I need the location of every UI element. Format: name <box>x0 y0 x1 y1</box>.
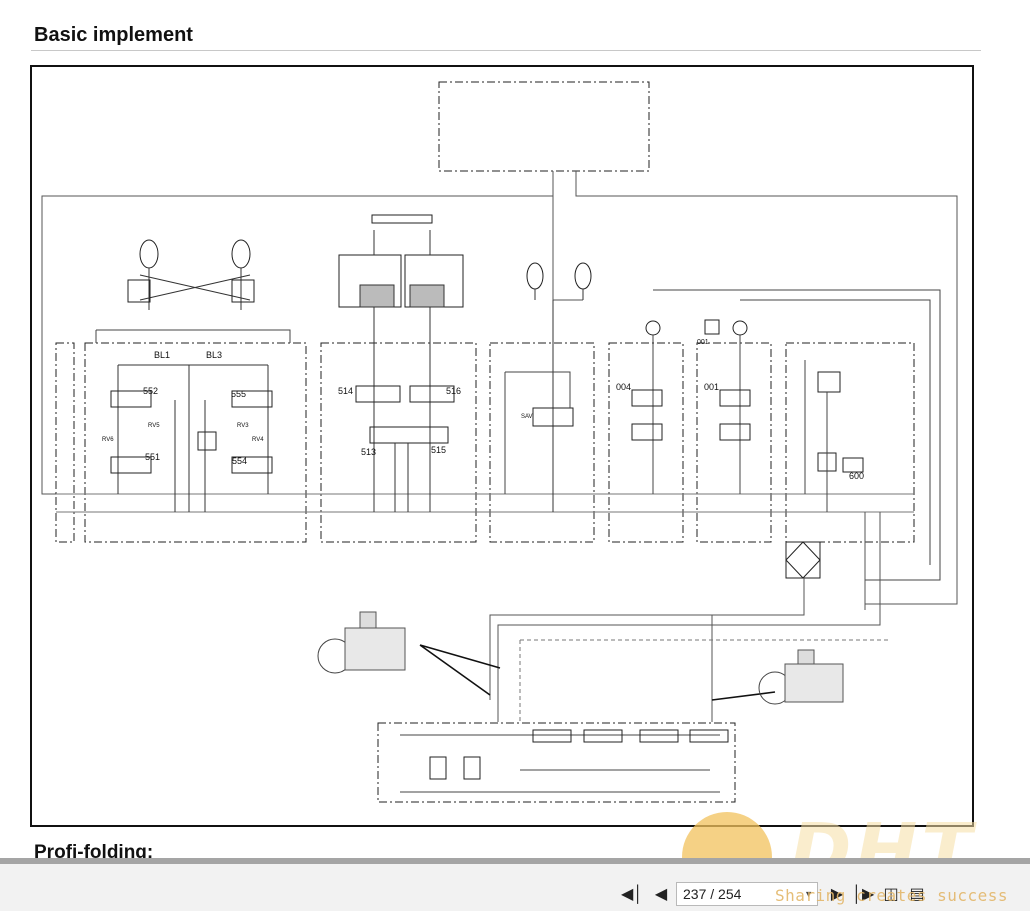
diagram-label: 554 <box>232 456 247 466</box>
diagram-label: 513 <box>361 447 376 457</box>
chevron-down-icon[interactable]: ▼ <box>804 889 813 899</box>
diagram-label: BL3 <box>206 350 222 360</box>
fit-width-icon[interactable]: ▤ <box>909 886 925 903</box>
main-manifold-box <box>377 722 736 803</box>
module-box-2 <box>320 342 477 543</box>
module-box-edge <box>55 342 75 543</box>
module-box-5 <box>696 342 772 543</box>
diagram-label: 516 <box>446 386 461 396</box>
diagram-label: 555 <box>231 389 246 399</box>
diagram-label: 001 <box>704 382 719 392</box>
last-page-icon[interactable]: │▶ <box>852 886 875 903</box>
pump-picture-right <box>758 649 844 705</box>
prev-page-icon[interactable]: ◀ <box>654 886 668 903</box>
hydraulic-diagram-frame <box>30 65 974 827</box>
module-box-6 <box>785 342 915 543</box>
diagram-label: 515 <box>431 445 446 455</box>
heading-divider <box>31 50 981 51</box>
page-indicator: 237 / 254 <box>683 886 742 902</box>
diagram-label: RV5 <box>148 423 160 429</box>
module-box-3 <box>489 342 595 543</box>
module-box-4 <box>608 342 684 543</box>
module-box-1 <box>84 342 307 543</box>
diagram-label: RV6 <box>102 437 114 443</box>
diagram-label: 004 <box>616 382 631 392</box>
diagram-label: 600 <box>849 471 864 481</box>
page-number-input[interactable]: 237 / 254 ▼ <box>676 882 818 906</box>
fit-page-icon[interactable]: ◫ <box>883 886 899 903</box>
diagram-label: 514 <box>338 386 353 396</box>
viewer-toolbar: ◀│ ◀ 237 / 254 ▼ ▶ │▶ ◫ ▤ <box>0 858 1030 911</box>
watermark-tagline: Sharing creates success <box>775 886 1009 905</box>
diagram-label: 001 <box>697 339 709 346</box>
diagram-label: RV3 <box>237 423 249 429</box>
diagram-label: BL1 <box>154 350 170 360</box>
diagram-label: 552 <box>143 386 158 396</box>
page-heading: Basic implement <box>34 24 193 46</box>
diagram-label: 551 <box>145 452 160 462</box>
control-unit-box <box>438 81 650 172</box>
pump-picture-left <box>317 611 406 674</box>
next-page-icon[interactable]: ▶ <box>830 886 844 903</box>
next-section-heading: Profi-folding: <box>34 842 154 863</box>
diagram-label: RV4 <box>252 437 264 443</box>
diagram-label: SAV <box>521 414 533 420</box>
first-page-icon[interactable]: ◀│ <box>621 886 644 903</box>
